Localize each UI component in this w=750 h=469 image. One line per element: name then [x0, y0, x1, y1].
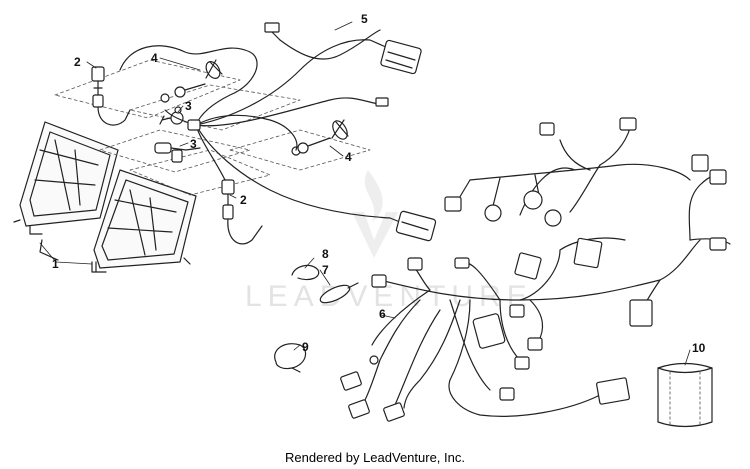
headlight-bulb-lower: [154, 142, 201, 163]
callout-4-lower: 4: [345, 150, 352, 164]
adjuster-lower: [291, 119, 349, 156]
callout-8: 8: [322, 247, 329, 261]
headlight-bulb-upper: [159, 111, 184, 125]
bulb-socket-lower: [221, 179, 263, 245]
cable-tie: [274, 343, 307, 373]
terminal-cap: [319, 282, 359, 304]
headlight-assembly-right: [91, 169, 197, 273]
protective-sleeve: [657, 362, 713, 428]
headlight-harness: [119, 22, 437, 242]
callout-3-lower: 3: [190, 137, 197, 151]
clip-ring: [291, 264, 320, 281]
headlight-assembly-left: [13, 121, 119, 235]
callout-7: 7: [322, 263, 329, 277]
callout-9: 9: [302, 340, 309, 354]
callout-10: 10: [692, 341, 706, 355]
callout-labels: 1 2 2 3 3 4 4 5 6 7 8 9 10: [52, 12, 706, 355]
callout-5: 5: [361, 12, 368, 26]
callout-leaders: [39, 21, 691, 366]
bulb-socket-upper: [91, 66, 131, 126]
callout-6: 6: [379, 307, 386, 321]
callout-3-upper: 3: [185, 99, 192, 113]
adjuster-upper: [160, 59, 223, 114]
callout-1: 1: [52, 257, 59, 271]
callout-4-upper: 4: [151, 51, 158, 65]
leadventure-watermark: LEADVENTURE: [245, 170, 527, 313]
render-credit: Rendered by LeadVenture, Inc.: [285, 450, 465, 465]
harness-connectors: [340, 117, 727, 422]
callout-2-lower: 2: [240, 193, 247, 207]
callout-2-upper: 2: [74, 55, 81, 69]
